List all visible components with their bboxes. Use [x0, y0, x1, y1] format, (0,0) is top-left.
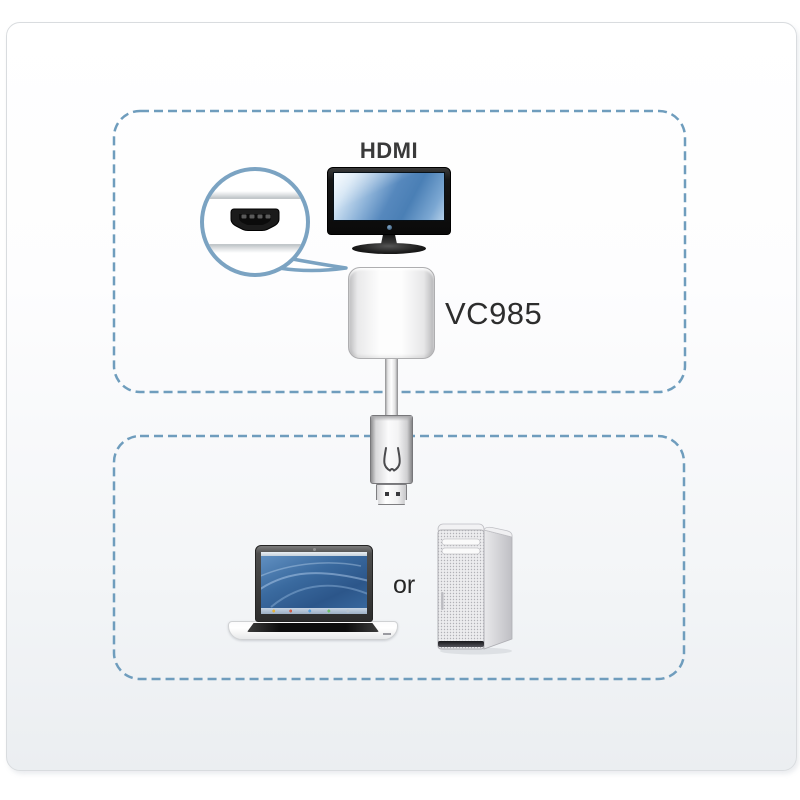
- tower-label-strip: [441, 592, 444, 610]
- tower-front-face: [437, 529, 485, 650]
- displayport-plug: [376, 484, 407, 505]
- display-stand-neck: [381, 235, 397, 244]
- tower-drive-bay: [441, 547, 481, 555]
- wallpaper-swirl: [261, 562, 367, 608]
- laptop-drive-slot: [383, 633, 391, 635]
- callout-tail: [277, 256, 348, 273]
- displayport-connector-icon: [370, 415, 413, 484]
- plug-pin: [396, 492, 400, 496]
- laptop-wallpaper: [261, 552, 367, 614]
- tower-rear-handle: [483, 526, 513, 538]
- tower-side-panel: [483, 529, 513, 650]
- background-panel: [6, 22, 797, 771]
- laptop-webcam: [313, 548, 316, 551]
- laptop-icon: [228, 545, 398, 643]
- laptop-deck: [228, 621, 398, 640]
- hdmi-label: HDMI: [359, 138, 419, 163]
- hdmi-port-slot: [239, 214, 271, 225]
- displayport-logo-icon: [383, 447, 401, 472]
- display-logo-dot: [387, 225, 392, 230]
- adapter-cable: [385, 358, 398, 416]
- adapter-body-icon: [348, 267, 435, 359]
- model-label: VC985: [445, 296, 543, 331]
- tower-bottom-bezel: [438, 641, 484, 647]
- tower-drive-bay: [441, 538, 481, 546]
- laptop-dock: [261, 608, 367, 614]
- laptop-screen: [255, 545, 373, 622]
- callout-contents: [204, 191, 306, 253]
- display-stand-base: [352, 243, 426, 254]
- display-group-box: [112, 109, 687, 394]
- display-screen: [333, 172, 445, 221]
- laptop-keyboard: [247, 623, 379, 632]
- laptop-menubar: [261, 552, 367, 556]
- or-label: or: [393, 571, 416, 599]
- hdmi-port-magnifier-icon: [200, 167, 348, 277]
- hdmi-display-icon: [327, 167, 451, 235]
- desktop-tower-icon: [437, 523, 513, 655]
- plug-pin: [385, 492, 389, 496]
